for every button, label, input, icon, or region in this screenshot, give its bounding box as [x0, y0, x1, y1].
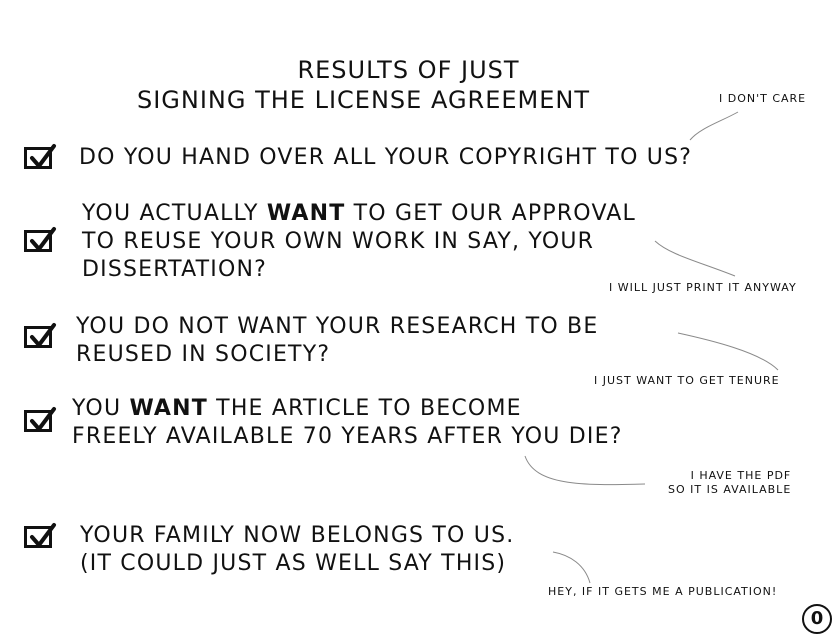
comic-title-line-2: signing the license agreement [136, 86, 591, 114]
note-1: I don't care [719, 92, 807, 105]
connector-4 [524, 455, 646, 486]
question-3: You do not want your research to be reus… [76, 314, 599, 367]
question-4: You want the article to become freely av… [72, 396, 623, 449]
checkmark-icon [30, 407, 56, 431]
connector-1 [689, 111, 739, 141]
checkmark-icon [30, 227, 56, 251]
question-2-line-1: You actually want to get our approval [82, 201, 636, 226]
question-4-line-1: You want the article to become [72, 396, 522, 421]
question-5: Your family now belongs to us. (It could… [80, 523, 515, 576]
connector-5 [552, 551, 591, 584]
no-copyright-icon: 0 [802, 604, 832, 634]
note-2: I will just print it anyway [609, 281, 797, 294]
question-1: Do you hand over all your copyright to u… [79, 145, 693, 170]
checkbox-1[interactable] [24, 144, 56, 169]
checkmark-icon [30, 523, 56, 547]
checkmark-icon [30, 144, 56, 168]
checkmark-icon [30, 323, 56, 347]
connector-3 [677, 332, 779, 371]
note-5: Hey, if it gets me a publication! [548, 585, 778, 598]
note-3: I just want to get tenure [594, 374, 780, 387]
connector-2 [654, 240, 736, 277]
comic-title-line-1: Results of just [297, 56, 520, 84]
checkbox-5[interactable] [24, 523, 56, 548]
checkbox-4[interactable] [24, 407, 56, 432]
checkbox-3[interactable] [24, 323, 56, 348]
checkbox-2[interactable] [24, 227, 56, 252]
note-4: I have the PDF so it is available [668, 469, 792, 496]
question-2: You actually want to get our approval to… [82, 201, 636, 282]
